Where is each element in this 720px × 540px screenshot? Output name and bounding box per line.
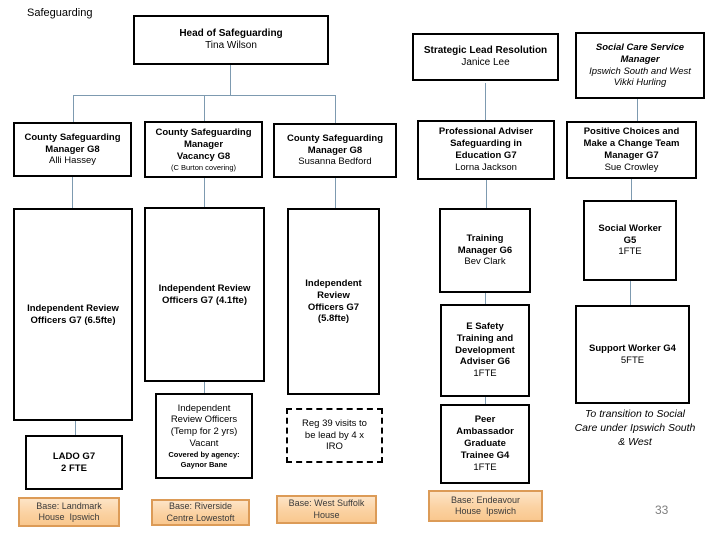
role-title: Independent Review Officers G7 (4.1fte) [158,282,251,306]
org-box-iro-6-5fte: Independent Review Officers G7 (6.5fte) [13,208,133,421]
connector-line [204,382,205,393]
person-name: Janice Lee [461,57,510,68]
org-box-reg39-note: Reg 39 visits to be lead by 4 x IRO [286,408,383,463]
person-name: Bev Clark [464,256,506,268]
org-box-county-manager-vacancy: County Safeguarding Manager Vacancy G8 (… [144,121,263,178]
connector-line [486,180,487,208]
role-title: Positive Choices and Make a Change Team … [583,126,680,161]
connector-line [230,65,231,95]
base-label-west-suffolk-house: Base: West Suffolk House [276,495,377,524]
org-box-head-of-safeguarding: Head of Safeguarding Tina Wilson [133,15,329,65]
org-box-training-manager: Training Manager G6 Bev Clark [439,208,531,293]
connector-line [335,178,336,208]
role-title: Social Care Service Manager [595,41,685,65]
base-label-riverside-centre: Base: Riverside Centre Lowestoft [151,499,250,526]
role-title: Independent Review Officers G7 (5.8fte) [305,277,362,325]
org-box-iro-5-8fte: Independent Review Officers G7 (5.8fte) [287,208,380,395]
role-title: Strategic Lead Resolution [423,44,548,56]
connector-line [204,95,205,121]
org-box-support-worker: Support Worker G4 5FTE [575,305,690,404]
role-title: Independent Review Officers (Temp for 2 … [170,402,238,450]
role-title: County Safeguarding Manager Vacancy G8 [155,127,252,162]
role-title: LADO G7 2 FTE [52,450,96,474]
org-box-county-manager-bedford: County Safeguarding Manager G8 Susanna B… [273,123,397,178]
transition-note: To transition to Social Care under Ipswi… [574,408,696,449]
org-box-professional-adviser: Professional Adviser Safeguarding in Edu… [417,120,555,180]
note-text: Reg 39 visits to be lead by 4 x IRO [302,417,367,453]
connector-line [485,293,486,304]
fte-count: 5FTE [620,354,645,366]
role-title: Head of Safeguarding [179,27,283,39]
role-title: Professional Adviser Safeguarding in Edu… [438,126,534,161]
role-title: Independent Review Officers G7 (6.5fte) [27,302,119,326]
org-box-esafety-adviser: E Safety Training and Development Advise… [440,304,530,397]
base-label-endeavour-house: Base: Endeavour House Ipswich [428,490,543,522]
person-name: Susanna Bedford [298,156,372,168]
role-title: Training Manager G6 [457,232,513,256]
person-name: Alli Hassey [49,155,96,167]
role-title: County Safeguarding Manager G8 [24,131,121,155]
org-box-iro-4-1fte: Independent Review Officers G7 (4.1fte) [144,207,265,382]
role-title: Support Worker G4 [589,342,676,354]
fte-count: 1FTE [473,368,497,380]
page-number: 33 [655,503,669,517]
org-box-social-care-service-manager: Social Care Service Manager Ipswich Sout… [575,32,705,99]
role-title: County Safeguarding Manager G8 [286,132,384,156]
connector-line [485,397,486,404]
base-text: Base: Riverside Centre Lowestoft [166,501,235,523]
person-name: Lorna Jackson [455,161,517,173]
org-box-strategic-lead-resolution: Strategic Lead Resolution Janice Lee [412,33,559,81]
org-box-iro-temp-vacant: Independent Review Officers (Temp for 2 … [155,393,253,479]
role-title: Social Worker G5 [598,222,662,246]
org-box-county-manager-hassey: County Safeguarding Manager G8 Alli Hass… [13,122,132,177]
connector-line [72,177,73,208]
connector-line [73,95,74,122]
base-text: Base: Endeavour House Ipswich [450,494,521,516]
base-text: Base: West Suffolk House [288,498,365,520]
role-title: Peer Ambassador Graduate Trainee G4 [456,414,514,461]
org-box-lado: LADO G7 2 FTE [25,435,123,490]
connector-line [75,421,76,435]
fte-count: 1FTE [618,246,642,258]
page-title: Safeguarding [27,7,93,19]
connector-line [485,83,486,120]
base-text: Base: Landmark House Ipswich [36,500,102,522]
connector-line [637,99,638,121]
covering-note: (C Burton covering) [170,162,237,172]
org-box-peer-ambassador: Peer Ambassador Graduate Trainee G4 1FTE [440,404,530,484]
person-name: Ipswich South and West Vikki Hurling [589,65,691,89]
person-name: Sue Crowley [604,161,659,173]
connector-line [630,281,631,305]
person-name: Tina Wilson [205,40,257,51]
connector-line [204,178,205,207]
covering-note: Covered by agency: Gaynor Bane [168,450,240,469]
org-box-positive-choices-manager: Positive Choices and Make a Change Team … [566,121,697,179]
base-label-landmark-house: Base: Landmark House Ipswich [18,497,120,527]
org-box-social-worker: Social Worker G5 1FTE [583,200,677,281]
connector-line [631,179,632,200]
role-title: E Safety Training and Development Advise… [455,320,515,368]
connector-line [335,95,336,123]
fte-count: 1FTE [473,461,497,473]
